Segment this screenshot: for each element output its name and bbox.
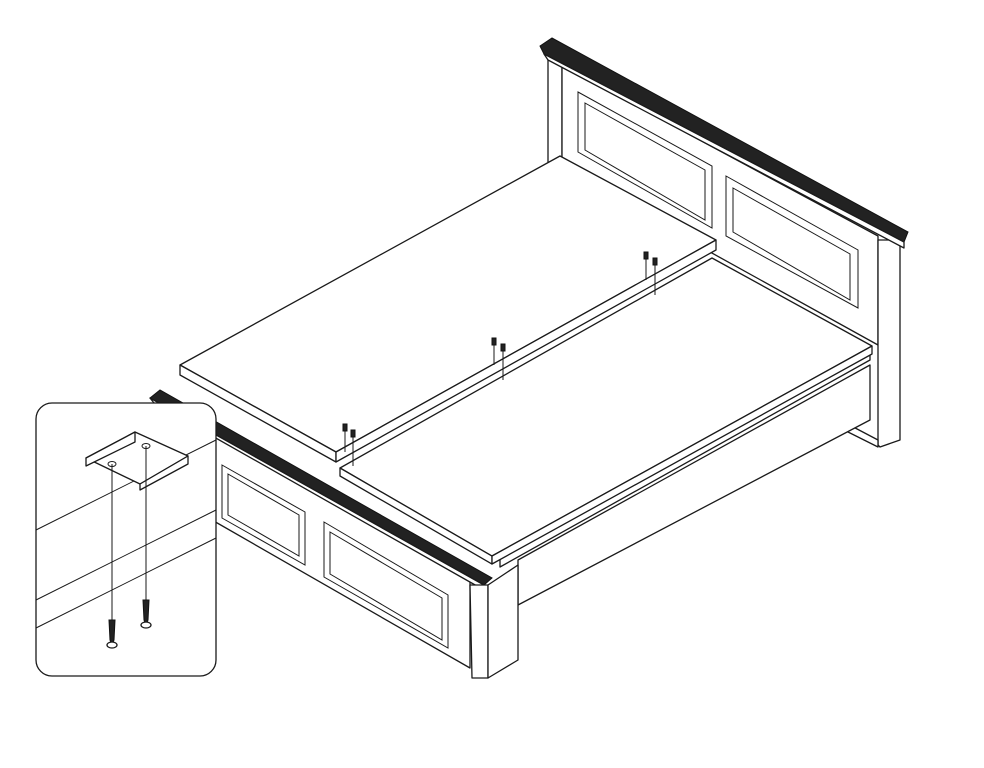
- detail-inset: [35, 402, 217, 677]
- screw-icon: [350, 429, 356, 466]
- screw-icon: [652, 257, 658, 295]
- screw-icon: [643, 251, 649, 280]
- bracket-icon: [85, 431, 189, 491]
- screw-icon: [491, 337, 497, 365]
- slat-board-left: [179, 155, 717, 463]
- footboard: [149, 389, 519, 679]
- slat-board-right: [339, 257, 873, 565]
- screw-icon: [140, 599, 152, 629]
- screw-icon: [500, 343, 506, 380]
- headboard: [539, 37, 909, 448]
- screw-icon: [106, 619, 118, 649]
- screw-icon: [342, 423, 348, 452]
- screws: [342, 251, 658, 466]
